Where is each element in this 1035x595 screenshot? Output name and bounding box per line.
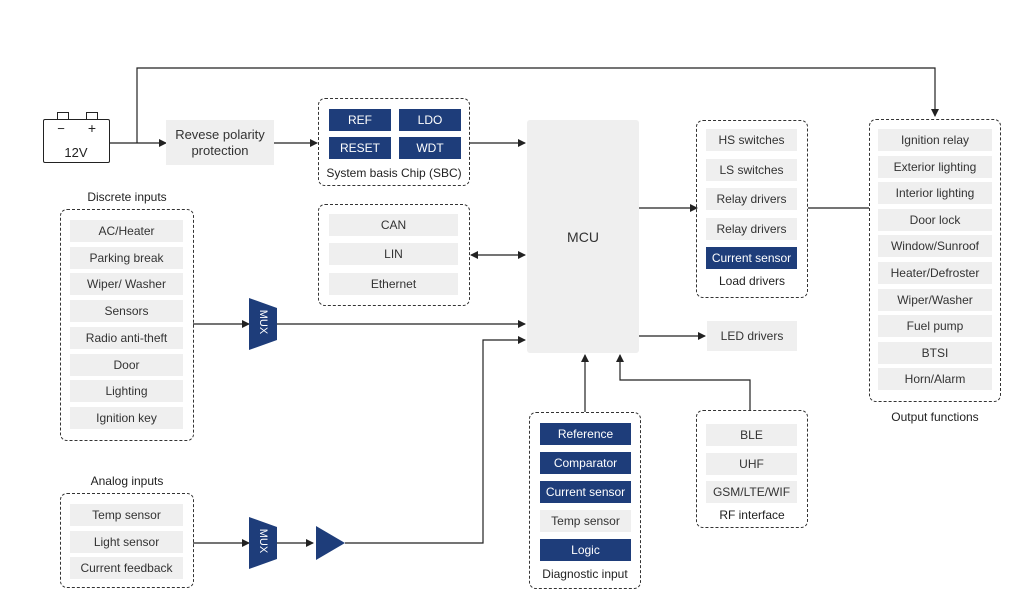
load-drivers-caption: Load drivers <box>718 274 786 288</box>
discrete-inputs-group <box>60 209 194 441</box>
diagnostic-input-group <box>529 412 641 589</box>
mux-icon <box>249 517 277 569</box>
diagnostic-item: Comparator <box>540 452 631 474</box>
battery-plus: + <box>87 120 97 136</box>
rf-interface-caption: RF interface <box>719 508 785 522</box>
diagnostic-item: Current sensor <box>540 481 631 503</box>
diagnostic-item: Temp sensor <box>540 510 631 532</box>
discrete-input-item: Parking break <box>70 246 183 269</box>
output-function-item: Exterior lighting <box>878 155 992 178</box>
load-driver-item: Relay drivers <box>706 188 797 210</box>
diagnostic-item: Reference <box>540 423 631 445</box>
sbc-group <box>318 98 470 186</box>
output-function-item: Fuel pump <box>878 315 992 338</box>
diagnostic-item: Logic <box>540 539 631 561</box>
discrete-input-item: Ignition key <box>70 406 183 429</box>
output-function-item: Window/Sunroof <box>878 235 992 258</box>
output-function-item: Door lock <box>878 208 992 231</box>
output-functions-group <box>869 119 1001 402</box>
comm-lin: LIN <box>329 243 458 265</box>
analog-input-item: Current feedback <box>70 557 183 579</box>
output-function-item: Horn/Alarm <box>878 368 992 391</box>
sbc-reset: RESET <box>329 137 391 159</box>
led-drivers: LED drivers <box>707 321 797 351</box>
load-drivers-group <box>696 120 808 298</box>
output-function-item: Interior lighting <box>878 182 992 205</box>
sbc-ldo: LDO <box>399 109 461 131</box>
rf-interface-item: GSM/LTE/WIF <box>706 481 797 503</box>
discrete-input-item: AC/Heater <box>70 220 183 242</box>
discrete-input-item: Radio anti-theft <box>70 326 183 349</box>
reverse-polarity-protection: Revese polarity protection <box>166 120 274 165</box>
rf-interface-item: UHF <box>706 452 797 475</box>
output-functions-caption: Output functions <box>891 410 979 424</box>
sbc-wdt: WDT <box>399 137 461 159</box>
mux-icon <box>249 298 277 350</box>
diagnostic-input-caption: Diagnostic input <box>542 567 628 581</box>
amplifier-icon <box>316 526 345 560</box>
analog-inputs-group <box>60 493 194 588</box>
comm-can: CAN <box>329 214 458 236</box>
discrete-input-item: Sensors <box>70 300 183 323</box>
battery-voltage: 12V <box>64 145 88 160</box>
mcu-block: MCU <box>527 120 639 353</box>
comm-ethernet: Ethernet <box>329 273 458 295</box>
discrete-input-item: Wiper/ Washer <box>70 273 183 296</box>
battery-minus: − <box>57 121 65 136</box>
comm-group <box>318 204 470 306</box>
mux-label: MUX <box>257 309 269 335</box>
load-driver-item: HS switches <box>706 129 797 151</box>
output-function-item: Ignition relay <box>878 129 992 151</box>
discrete-input-item: Lighting <box>70 380 183 403</box>
load-driver-item: LS switches <box>706 158 797 181</box>
analog-input-item: Light sensor <box>70 530 183 553</box>
rf-interface-item: BLE <box>706 424 797 446</box>
load-driver-item: Current sensor <box>706 247 797 269</box>
output-function-item: Heater/Defroster <box>878 262 992 284</box>
discrete-input-item: Door <box>70 353 183 376</box>
sbc-caption: System basis Chip (SBC) <box>326 166 462 180</box>
output-function-item: BTSI <box>878 341 992 364</box>
load-driver-item: Relay drivers <box>706 217 797 240</box>
analog-input-item: Temp sensor <box>70 504 183 526</box>
sbc-ref: REF <box>329 109 391 131</box>
output-function-item: Wiper/Washer <box>878 288 992 311</box>
analog-inputs-caption: Analog inputs <box>90 474 164 488</box>
mux-label: MUX <box>257 528 269 554</box>
discrete-inputs-caption: Discrete inputs <box>87 190 167 204</box>
rf-interface-group <box>696 410 808 528</box>
